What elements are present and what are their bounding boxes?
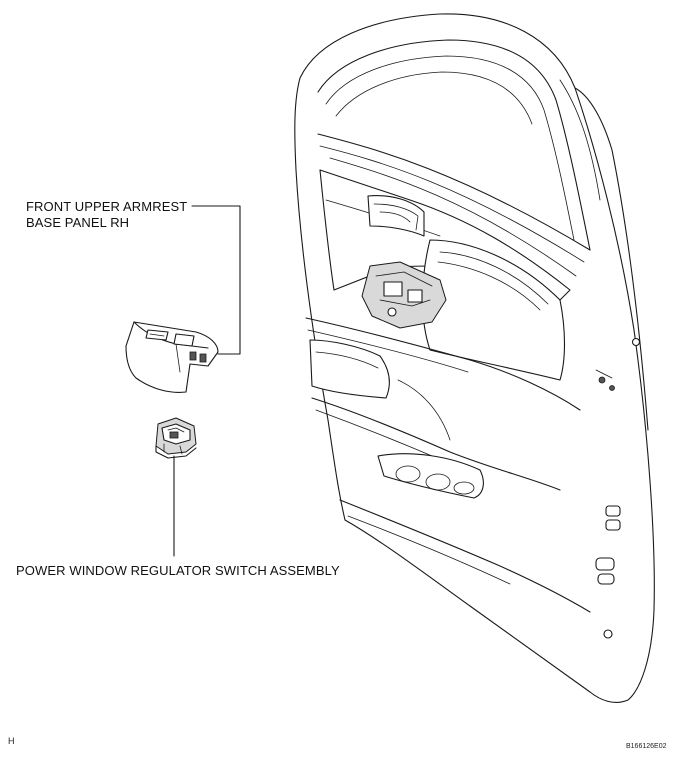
door-rear-edge	[574, 87, 649, 431]
door-map-pocket	[309, 339, 390, 399]
figure-code: B166126E02	[626, 743, 667, 750]
label-armrest-panel-line1: FRONT UPPER ARMREST	[26, 199, 188, 214]
leader-line-armrest-panel	[191, 205, 241, 355]
power-window-regulator-switch-assembly	[155, 417, 197, 459]
label-switch-assembly: POWER WINDOW REGULATOR SWITCH ASSEMBLY	[16, 563, 340, 578]
trim-mid-line	[305, 317, 581, 411]
label-armrest-panel-line2: BASE PANEL RH	[26, 215, 130, 230]
front-door-rh	[294, 13, 655, 703]
corner-mark: H	[8, 736, 15, 746]
door-belt-line	[317, 133, 591, 251]
front-upper-armrest-base-panel-rh	[125, 321, 219, 393]
trim-lower-panel	[311, 397, 561, 491]
door-speaker-pocket	[377, 453, 484, 499]
switch-mount-bracket	[361, 261, 447, 329]
trim-bottom-edge	[339, 499, 591, 613]
door-latch-holes	[595, 337, 641, 639]
window-frame-inner	[317, 39, 591, 251]
inside-door-handle	[367, 195, 425, 237]
